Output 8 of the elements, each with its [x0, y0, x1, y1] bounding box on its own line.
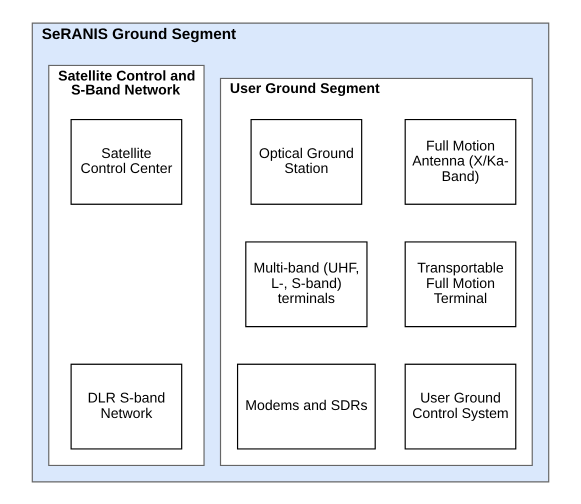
node-box: Full Motion Antenna (X/Ka-Band): [404, 118, 516, 204]
node-box: Transportable Full Motion Terminal: [404, 240, 516, 327]
node-box: Modems and SDRs: [236, 363, 376, 450]
node-box: DLR S-band Network: [70, 363, 182, 450]
node-box: User Ground Control System: [404, 363, 516, 450]
node-box: Optical Ground Station: [250, 118, 362, 204]
node-box: Satellite Control Center: [70, 118, 182, 204]
node-box: Multi-band (UHF, L-, S-band) terminals: [245, 240, 368, 327]
